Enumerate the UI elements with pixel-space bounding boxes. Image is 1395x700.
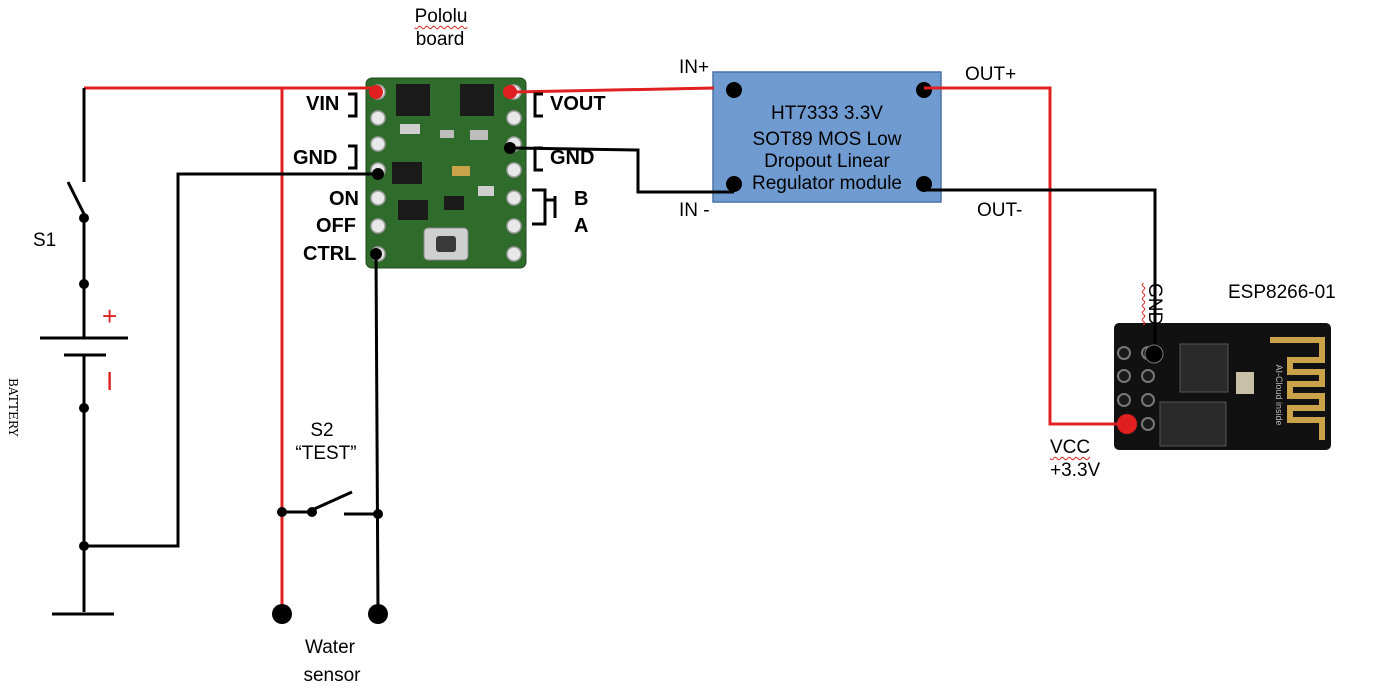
regulator-pin-out-plus: OUT+ xyxy=(965,64,1017,85)
pin-label-on: ON xyxy=(329,188,359,210)
pin-label-off: OFF xyxy=(316,215,356,237)
water-sensor-line2: sensor xyxy=(303,665,361,686)
regulator-text-2: SOT89 MOS Low xyxy=(752,129,902,150)
switch-s2-name: “TEST” xyxy=(295,443,357,464)
battery-minus-sign: I xyxy=(106,366,114,396)
pin-label-b: B xyxy=(574,188,589,210)
esp-voltage-label: +3.3V xyxy=(1050,460,1101,481)
water-sensor-line1: Water xyxy=(305,637,355,658)
esp8266-module: AI-Cloud inside xyxy=(1114,323,1331,450)
regulator-text-4: Regulator module xyxy=(752,173,902,194)
black-wires xyxy=(40,88,1157,616)
pin-label-vout: VOUT xyxy=(550,93,606,115)
regulator-module xyxy=(712,71,942,203)
regulator-text-3: Dropout Linear xyxy=(764,151,890,172)
regulator-pin-in-plus: IN+ xyxy=(679,57,710,78)
regulator-pin-out-minus: OUT- xyxy=(977,200,1023,221)
switch-s1-label: S1 xyxy=(33,230,57,251)
pin-label-vin: VIN xyxy=(306,93,340,115)
battery-label: BATTERY xyxy=(6,378,20,437)
pololu-board xyxy=(365,77,527,269)
pin-label-a: A xyxy=(574,215,589,237)
battery-plus-sign: + xyxy=(102,301,118,331)
regulator-text-1: HT7333 3.3V xyxy=(771,103,883,124)
esp-gnd-label: GND xyxy=(1144,283,1165,326)
red-wires xyxy=(84,86,1124,612)
pin-label-ctrl: CTRL xyxy=(303,243,357,265)
esp-antenna-text: AI-Cloud inside xyxy=(1274,364,1284,425)
wire-nodes xyxy=(79,85,1164,624)
pololu-title-line2: board xyxy=(415,29,465,50)
esp-title: ESP8266-01 xyxy=(1228,282,1336,303)
pin-label-gnd-right: GND xyxy=(550,147,595,169)
esp-vcc-label: VCC xyxy=(1050,437,1091,458)
pololu-title-line1: Pololu xyxy=(414,6,468,27)
pin-label-gnd-left: GND xyxy=(293,147,338,169)
regulator-pin-in-minus: IN - xyxy=(679,200,710,221)
switch-s2-label: S2 xyxy=(310,420,334,441)
